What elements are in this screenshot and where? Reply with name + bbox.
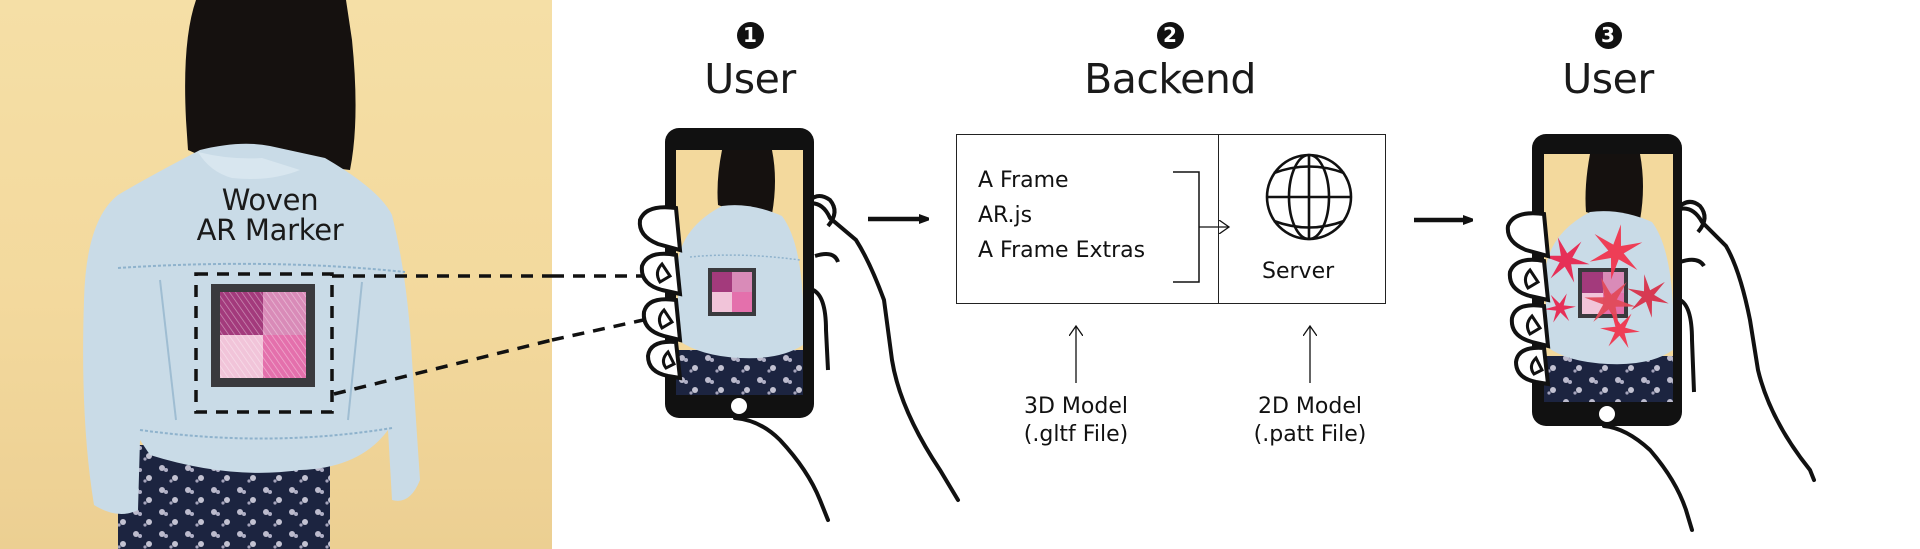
step-1-badge: 1 [736, 22, 764, 49]
step-3-badge: 3 [1594, 22, 1622, 49]
zoom-line-bottom [333, 338, 552, 396]
step-3-heading: 3 User [1538, 22, 1678, 102]
server-label: Server [1262, 259, 1335, 284]
library-ar-js: AR.js [978, 203, 1033, 228]
ar-flower [1627, 274, 1669, 318]
caption-ar-marker: AR Marker [196, 213, 344, 247]
ar-flower [1544, 293, 1576, 323]
step-1-title: User [704, 55, 796, 103]
backend-box: A Frame AR.js A Frame Extras Server [956, 134, 1386, 304]
globe-icon [1265, 153, 1353, 241]
step-2-title: Backend [1084, 55, 1256, 103]
ar-flower [1544, 237, 1590, 283]
ar-flower [1589, 224, 1643, 280]
ar-flower [1600, 311, 1640, 349]
woven-marker [211, 284, 315, 387]
jacket-photo-illustration [83, 0, 552, 549]
phone-step-3 [1505, 134, 1816, 532]
hair [185, 0, 356, 170]
library-a-frame: A Frame [978, 168, 1069, 193]
input-3d-model: 3D Model (.gltf File) [976, 393, 1176, 449]
step-1-heading: 1 User [680, 22, 820, 102]
input-2d-model-title: 2D Model [1258, 394, 1362, 419]
backend-divider [1218, 135, 1219, 303]
ar-flowers [1544, 224, 1669, 349]
phone-step-1 [637, 128, 960, 522]
marker-highlight-outline [194, 272, 334, 414]
home-button-1 [731, 398, 747, 414]
input-3d-model-filetype: (.gltf File) [1023, 422, 1129, 447]
caption-woven: Woven [221, 183, 319, 217]
jacket-photo: Woven AR Marker [0, 0, 552, 549]
library-a-frame-extras: A Frame Extras [978, 238, 1146, 263]
input-3d-model-title: 3D Model [1024, 394, 1128, 419]
step-2-badge: 2 [1156, 22, 1184, 49]
step-3-title: User [1562, 55, 1654, 103]
ar-flower [1584, 277, 1636, 327]
home-button-3 [1599, 406, 1615, 422]
input-2d-model: 2D Model (.patt File) [1210, 393, 1410, 449]
hand-outline-1 [804, 201, 960, 502]
library-list: A Frame AR.js A Frame Extras [978, 163, 1145, 268]
step-2-heading: 2 Backend [1080, 22, 1260, 102]
hand-outline-3 [1674, 206, 1816, 482]
input-2d-model-filetype: (.patt File) [1253, 422, 1367, 447]
